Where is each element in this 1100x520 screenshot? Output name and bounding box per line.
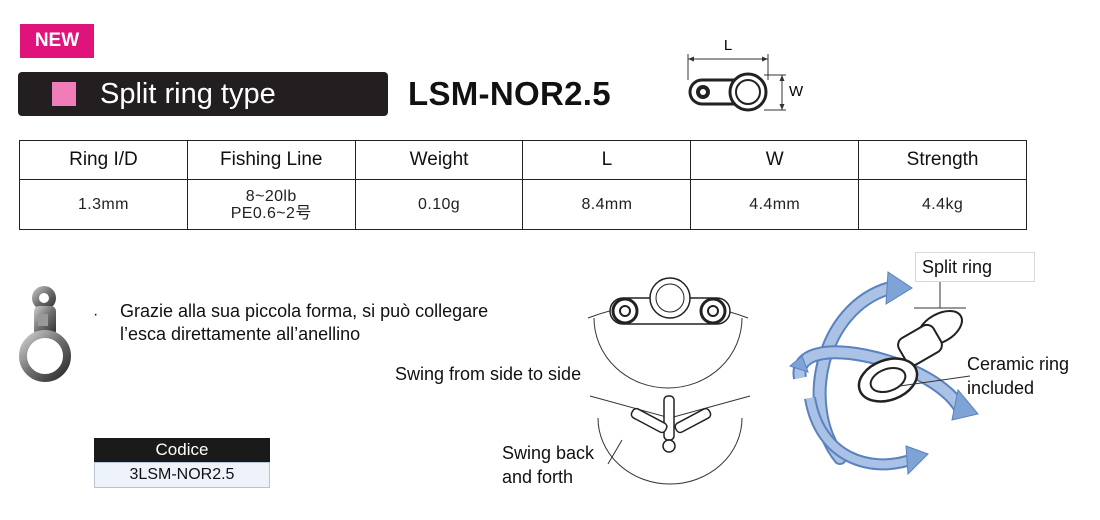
ceramic-ring-label-1: Ceramic ring: [967, 354, 1070, 374]
description-line-1: Grazie alla sua piccola forma, si può co…: [120, 301, 489, 321]
dim-l-label: L: [724, 37, 732, 54]
rotation-diagram: [788, 271, 979, 476]
product-type-label: Split ring type: [100, 77, 276, 110]
spec-table: Ring I/D Fishing Line Weight L W Strengt…: [19, 139, 1027, 230]
swing-side-label: Swing from side to side: [395, 364, 582, 384]
model-title: LSM-NOR2.5: [408, 75, 611, 112]
value-ring-id: 1.3mm: [19, 179, 188, 230]
header-ring-id: Ring I/D: [19, 139, 188, 181]
value-w: 4.4mm: [690, 179, 860, 230]
description-line-2: l’esca direttamente all’anellino: [120, 324, 361, 344]
product-type-bar: Split ring type: [18, 72, 388, 116]
new-badge: NEW: [20, 24, 94, 58]
value-fishing-line: 8~20lb PE0.6~2号: [186, 179, 356, 230]
header-weight: Weight: [354, 139, 524, 181]
swing-back-label-2: and forth: [502, 467, 574, 487]
codice-value: 3LSM-NOR2.5: [94, 462, 270, 488]
header-w: W: [690, 139, 860, 181]
value-l: 8.4mm: [522, 179, 692, 230]
spec-value-row: 1.3mm 8~20lb PE0.6~2号 0.10g 8.4mm 4.4mm …: [19, 179, 1027, 230]
value-line-pe: PE0.6~2号: [230, 204, 312, 222]
header-fishing-line: Fishing Line: [186, 139, 356, 181]
value-strength: 4.4kg: [858, 179, 1027, 230]
description: Grazie alla sua piccola forma, si può co…: [120, 300, 488, 346]
value-line-lb: 8~20lb: [245, 187, 297, 205]
ceramic-ring-label-2: included: [967, 378, 1035, 398]
spec-header-row: Ring I/D Fishing Line Weight L W Strengt…: [19, 139, 1027, 181]
codice-header: Codice: [94, 438, 270, 462]
header-strength: Strength: [858, 139, 1027, 181]
dimension-diagram: L W: [687, 37, 804, 112]
swing-diagram: [587, 277, 751, 485]
bullet-dot: ·: [93, 306, 99, 323]
split-ring-label: Split ring: [915, 252, 1035, 282]
header-l: L: [522, 139, 692, 181]
swing-back-label-1: Swing back: [502, 443, 595, 463]
pink-square-icon: [52, 82, 76, 106]
dim-w-label: W: [789, 83, 804, 100]
value-weight: 0.10g: [354, 179, 524, 230]
swivel-product-image: [19, 286, 71, 382]
